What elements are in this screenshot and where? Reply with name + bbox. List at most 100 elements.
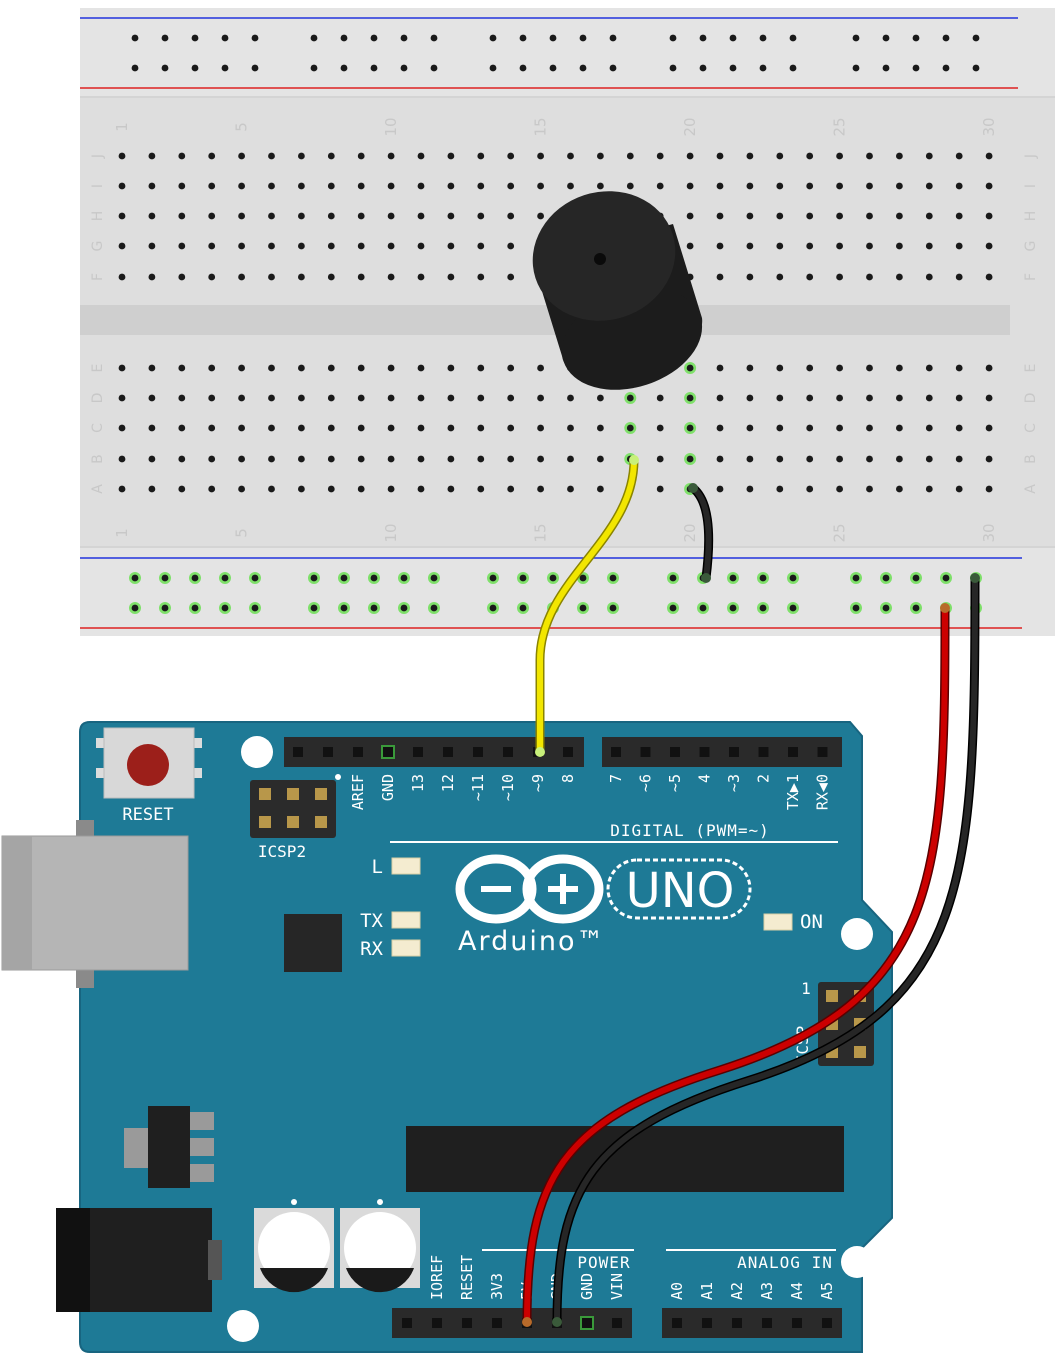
led-on-label: ON <box>800 911 823 933</box>
breadboard-hole <box>836 455 843 463</box>
breadboard-hole <box>985 242 993 250</box>
breadboard-hole <box>327 394 335 402</box>
breadboard-hole <box>729 574 737 582</box>
breadboard-hole <box>148 394 156 402</box>
breadboard-hole <box>118 273 126 281</box>
breadboard-hole <box>357 455 365 463</box>
breadboard-hole <box>357 152 365 160</box>
breadboard-hole <box>537 212 544 220</box>
breadboard-hole <box>477 485 485 493</box>
breadboard-hole <box>238 394 246 402</box>
led-tx-label: TX <box>360 910 383 932</box>
row-letter: H <box>1023 211 1039 222</box>
breadboard-hole <box>387 424 395 432</box>
breadboard-hole <box>370 574 378 582</box>
breadboard-hole <box>729 34 737 42</box>
breadboard-hole <box>148 364 156 372</box>
breadboard-hole <box>178 485 186 493</box>
breadboard-hole <box>806 182 814 190</box>
wire-end <box>522 1317 532 1327</box>
icsp2-header <box>250 774 341 838</box>
breadboard-hole <box>836 485 843 493</box>
breadboard-hole <box>836 182 843 190</box>
breadboard-hole <box>447 152 455 160</box>
breadboard-hole <box>327 424 335 432</box>
capacitor <box>254 1199 334 1293</box>
breadboard-hole <box>985 273 993 281</box>
breadboard-hole <box>221 574 229 582</box>
column-number: 20 <box>681 117 699 136</box>
breadboard-hole <box>489 64 497 72</box>
breadboard-hole <box>609 34 617 42</box>
breadboard-hole <box>387 485 395 493</box>
breadboard-hole <box>148 152 156 160</box>
breadboard-hole <box>716 242 724 250</box>
breadboard-hole <box>387 364 395 372</box>
breadboard-hole <box>746 485 754 493</box>
breadboard-hole <box>866 212 873 220</box>
breadboard-hole <box>716 364 724 372</box>
breadboard-hole <box>268 182 275 190</box>
breadboard-hole <box>537 485 544 493</box>
breadboard-hole <box>131 34 139 42</box>
breadboard-hole <box>400 34 408 42</box>
breadboard-hole <box>985 364 993 372</box>
breadboard-hole <box>669 34 677 42</box>
breadboard-hole <box>417 242 425 250</box>
breadboard-hole <box>537 182 544 190</box>
breadboard-hole <box>776 455 784 463</box>
breadboard-hole <box>746 212 754 220</box>
breadboard-hole <box>985 212 993 220</box>
buzzer-hole <box>594 253 606 265</box>
breadboard-hole <box>656 394 664 402</box>
breadboard-hole <box>537 455 544 463</box>
breadboard-hole <box>866 364 873 372</box>
breadboard-hole <box>191 574 199 582</box>
breadboard-hole <box>597 424 604 432</box>
breadboard-hole <box>579 34 587 42</box>
digital-pin-label: GND <box>379 774 397 801</box>
header-pin <box>462 1318 472 1328</box>
breadboard-hole <box>118 394 126 402</box>
breadboard-hole <box>955 455 963 463</box>
breadboard-hole <box>357 394 365 402</box>
breadboard-hole <box>852 64 860 72</box>
breadboard-hole <box>806 364 814 372</box>
breadboard-hole <box>852 604 860 612</box>
power-pin-label: GND <box>578 1273 596 1300</box>
breadboard-hole <box>776 424 784 432</box>
breadboard-hole <box>477 212 485 220</box>
digital-pin-label: RX◀0 <box>814 774 832 810</box>
breadboard-hole <box>686 182 694 190</box>
piezo-buzzer[interactable] <box>516 173 716 407</box>
breadboard-hole <box>208 485 216 493</box>
breadboard-hole <box>268 242 275 250</box>
column-number: 10 <box>382 117 400 136</box>
reset-button[interactable] <box>96 727 202 799</box>
led-l-label: L <box>372 856 383 878</box>
header-pin <box>702 1318 712 1328</box>
breadboard-hole <box>896 242 903 250</box>
breadboard-hole <box>789 64 797 72</box>
breadboard-hole <box>357 182 365 190</box>
analog-pin-label: A0 <box>668 1282 686 1300</box>
breadboard-hole <box>357 242 365 250</box>
breadboard-hole <box>626 424 634 432</box>
top-power-rail <box>80 8 1055 96</box>
breadboard-hole <box>118 182 126 190</box>
breadboard-hole <box>836 424 843 432</box>
breadboard-hole <box>716 273 724 281</box>
breadboard-hole <box>896 273 903 281</box>
reset-button-cap <box>127 744 169 786</box>
row-letter: G <box>90 241 106 252</box>
breadboard-hole <box>507 182 515 190</box>
digital-header-right <box>602 737 842 767</box>
breadboard-hole <box>597 455 604 463</box>
breadboard-hole <box>925 273 933 281</box>
breadboard-hole <box>298 485 305 493</box>
breadboard-hole <box>669 64 677 72</box>
breadboard-hole <box>866 273 873 281</box>
capacitor <box>340 1199 420 1293</box>
wire-end <box>970 573 980 583</box>
